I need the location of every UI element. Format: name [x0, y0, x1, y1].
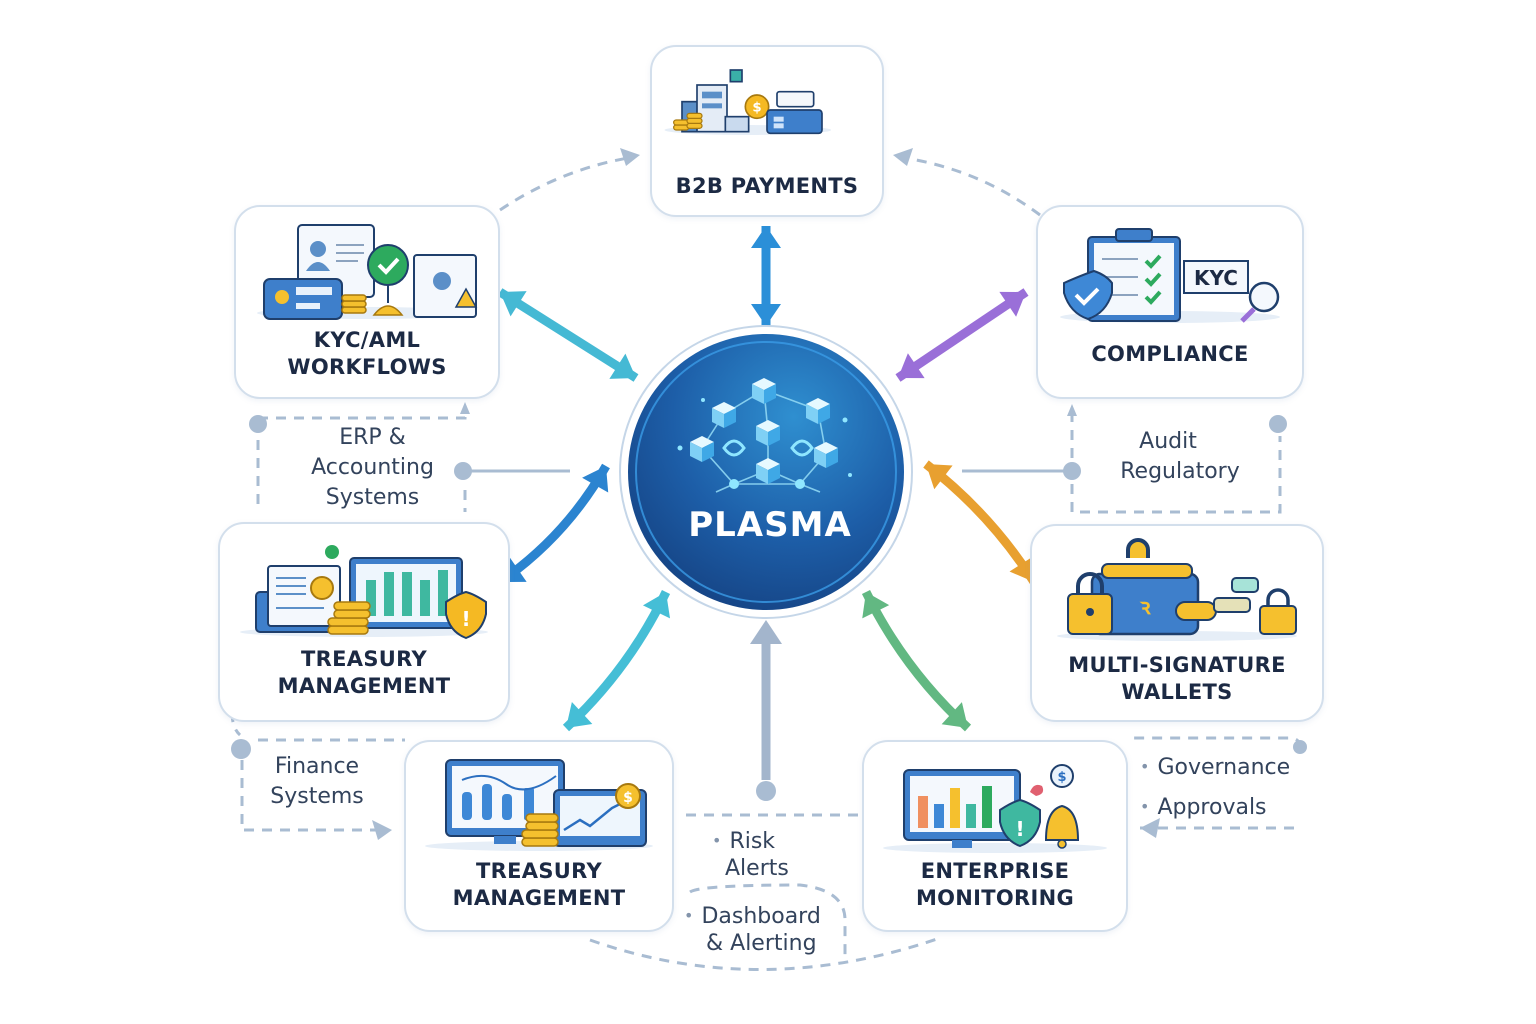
node-title: TREASURY MANAGEMENT [452, 859, 626, 910]
connector-bottom-arc [589, 936, 941, 971]
svg-text:KYC: KYC [1194, 266, 1238, 290]
arrow-shaft-treasury-management-left [497, 463, 610, 586]
plasma-hub[interactable] [619, 325, 913, 619]
bullet-item: •Risk [712, 829, 783, 854]
node-title: TREASURY MANAGEMENT [277, 647, 451, 698]
svg-text:$: $ [752, 101, 761, 116]
arrow-shaft-multi-signature-wallets [923, 460, 1038, 585]
arrowhead-icon [751, 304, 781, 326]
arrowhead-icon [751, 226, 781, 248]
svg-text:!: ! [1015, 817, 1024, 841]
chart-coins-shield-icon: ! [240, 545, 488, 640]
connector-dot [1293, 740, 1307, 754]
arrowhead-icon [1009, 555, 1035, 582]
node-title: MULTI-SIGNATURE WALLETS [1068, 653, 1286, 704]
node-title: KYC/AML WORKFLOWS [287, 328, 447, 379]
cube-icon [814, 442, 838, 468]
monitor-shield-bell-icon: ! $ [883, 764, 1107, 853]
arrowhead-icon [1067, 404, 1077, 416]
node-b2b-payments[interactable]: $ B2B PAYMENTS [650, 45, 884, 217]
monitor-laptop-coins-icon: $ [425, 759, 653, 851]
dashed-arrowheads [372, 148, 1160, 840]
connector-dot [454, 462, 472, 480]
arrowhead-icon [862, 592, 890, 619]
cube-icon [756, 420, 780, 446]
connector-dot [756, 781, 776, 801]
buildings-coins-card-icon: $ [664, 69, 832, 135]
cube-icon [712, 402, 736, 428]
arrowhead-icon [941, 702, 968, 728]
hub-title: PLASMA [688, 505, 852, 545]
svg-text:!: ! [461, 607, 470, 631]
bullet-item: •Governance [1140, 755, 1291, 780]
arrowhead-icon [898, 353, 925, 379]
connector-kyc-to-b2b [499, 156, 629, 212]
node-title: ENTERPRISE MONITORING [915, 859, 1075, 910]
node-enterprise-monitoring[interactable]: ! $ ENTERPRISE MONITORING [862, 740, 1128, 932]
connector-dot [1269, 415, 1287, 433]
node-title: B2B PAYMENTS [675, 174, 859, 198]
arrowhead-icon [642, 592, 671, 619]
connector-dot [249, 415, 267, 433]
cube-icon [806, 398, 830, 424]
svg-text:$: $ [1057, 770, 1066, 785]
annotation-erp-accounting: ERP & Accounting Systems [311, 425, 434, 510]
svg-text:ꝛ: ꝛ [1139, 595, 1151, 620]
connector-dots [231, 415, 1307, 801]
node-title: COMPLIANCE [1091, 342, 1249, 366]
bullet-continuation: Alerts [725, 856, 789, 881]
connector-audit-box [1070, 412, 1282, 514]
connector-dashboard-box [689, 883, 847, 960]
id-card-check-icon [257, 224, 478, 320]
connector-compliance-to-b2b [904, 156, 1041, 217]
arrowhead-icon [750, 620, 782, 644]
arrowhead-icon [372, 820, 392, 840]
node-kyc-aml-workflows[interactable]: KYC/AML WORKFLOWS [234, 205, 500, 399]
wallet-locks-icon: ꝛ [1057, 538, 1297, 641]
node-compliance[interactable]: KYC COMPLIANCE [1036, 205, 1304, 399]
arrowhead-icon [460, 402, 470, 414]
connector-dot [1063, 462, 1081, 480]
blockchain-network-icon [677, 378, 852, 493]
bullet-item: •Dashboard [684, 904, 821, 929]
arrowhead-icon [566, 702, 593, 728]
connector-erp-box [256, 410, 467, 512]
arrowhead-icon [500, 291, 527, 317]
cube-icon [690, 436, 714, 462]
clipboard-shield-kyc-icon: KYC [1060, 228, 1280, 323]
cube-icon [752, 378, 776, 404]
arrowhead-icon [893, 148, 913, 166]
connector-finance-box [240, 738, 405, 832]
arrow-shaft-enterprise-monitoring [861, 590, 972, 732]
arrow-shaft-treasury-management-bottom [562, 590, 671, 732]
arrowhead-icon [609, 353, 636, 379]
arrowhead-icon [1140, 818, 1160, 838]
arrowhead-icon [999, 291, 1026, 317]
arrow-shaft-kyc-aml-workflows [497, 288, 639, 382]
node-multi-signature-wallets[interactable]: ꝛ MULTI-SIGNATURE WALLETS [1030, 524, 1324, 722]
bullet-item: •Approvals [1140, 795, 1267, 820]
arrowhead-icon [926, 464, 953, 490]
annotation-audit-regulatory: Audit Regulatory [1120, 429, 1240, 484]
bullet-continuation: & Alerting [706, 931, 817, 956]
cube-icon [756, 458, 780, 484]
arrowhead-icon [620, 148, 640, 166]
node-treasury-management-left[interactable]: ! TREASURY MANAGEMENT [218, 522, 510, 722]
svg-text:$: $ [623, 790, 633, 806]
annotation-finance-systems: Finance Systems [270, 754, 364, 809]
node-treasury-management-bottom[interactable]: $ TREASURY MANAGEMENT [404, 740, 674, 932]
arrowhead-icon [582, 466, 609, 493]
arrow-shaft-compliance [895, 288, 1029, 382]
connector-dot [231, 739, 251, 759]
